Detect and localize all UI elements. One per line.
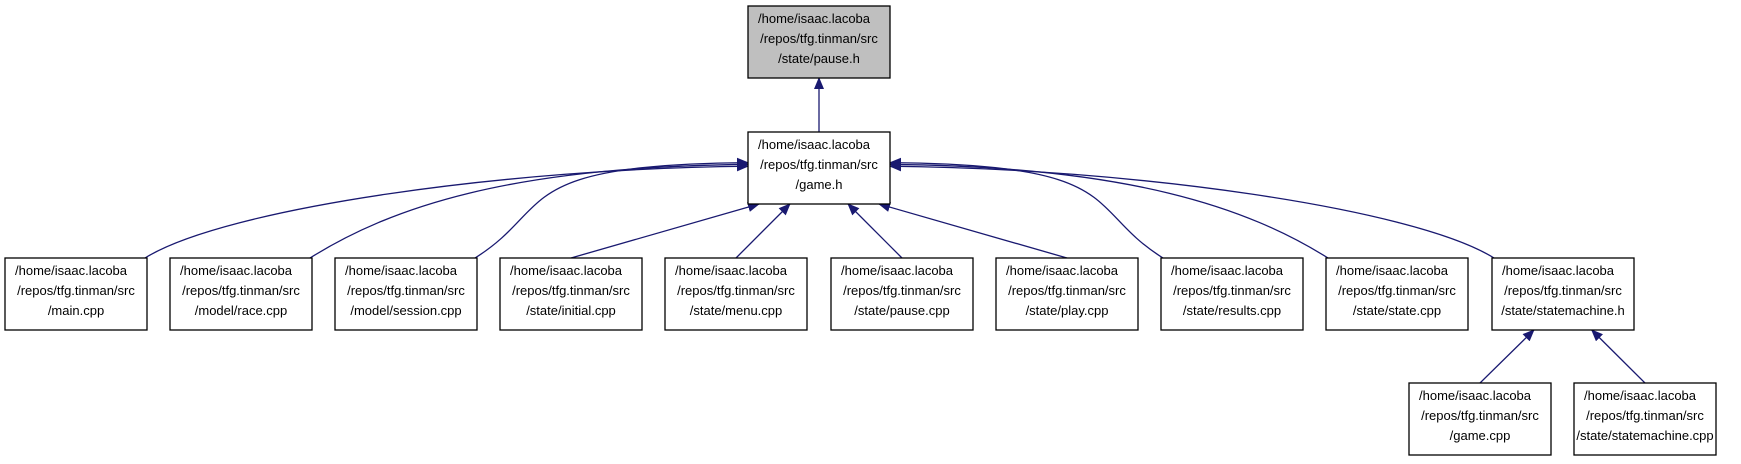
node-label-line: /model/session.cpp [350,303,461,318]
node-box [499,257,643,331]
node-box [169,257,313,331]
node-play_cpp[interactable]: /home/isaac.lacoba/repos/tfg.tinman/src /… [995,257,1139,331]
node-statemachine_cpp[interactable]: /home/isaac.lacoba/repos/tfg.tinman/src /… [1573,382,1717,456]
node-label-line: /state/results.cpp [1183,303,1281,318]
node-results_cpp[interactable]: /home/isaac.lacoba/repos/tfg.tinman/src /… [1160,257,1304,331]
edges [144,77,1646,384]
node-label-line: /home/isaac.lacoba [675,263,788,278]
node-main_cpp[interactable]: /home/isaac.lacoba/repos/tfg.tinman/src /… [4,257,148,331]
edge-statemachine_cpp-to-statemachine_h [1590,329,1646,384]
node-initial_cpp[interactable]: /home/isaac.lacoba/repos/tfg.tinman/src /… [499,257,643,331]
node-label-line: /home/isaac.lacoba [1171,263,1284,278]
node-label-line: /repos/tfg.tinman/src [182,283,300,298]
node-label-line: /home/isaac.lacoba [1419,388,1532,403]
node-label-line: /game.cpp [1450,428,1511,443]
node-label-line: /state/state.cpp [1353,303,1441,318]
node-menu_cpp[interactable]: /home/isaac.lacoba/repos/tfg.tinman/src /… [664,257,808,331]
node-label-line: /state/pause.cpp [854,303,949,318]
node-box [664,257,808,331]
edge-statemachine_h-to-game_h [889,161,1495,259]
edge-menu_cpp-to-game_h [735,203,791,259]
edge-race_cpp-to-game_h [309,159,749,259]
edge-initial_cpp-to-game_h [570,202,760,259]
node-label-line: /repos/tfg.tinman/src [1008,283,1126,298]
node-game_h[interactable]: /home/isaac.lacoba/repos/tfg.tinman/src /… [747,131,891,205]
node-label-line: /state/statemachine.cpp [1576,428,1713,443]
node-box [334,257,478,331]
node-label-line: /repos/tfg.tinman/src [843,283,961,298]
node-label-line: /home/isaac.lacoba [15,263,128,278]
node-label-line: /repos/tfg.tinman/src [1338,283,1456,298]
node-label-line: /state/initial.cpp [526,303,616,318]
node-label-line: /repos/tfg.tinman/src [1173,283,1291,298]
node-label-line: /state/menu.cpp [690,303,783,318]
node-box [1491,257,1635,331]
node-label-line: /repos/tfg.tinman/src [677,283,795,298]
edge-results_cpp-to-game_h [889,157,1164,259]
node-pause_cpp[interactable]: /home/isaac.lacoba/repos/tfg.tinman/src /… [830,257,974,331]
node-box [830,257,974,331]
node-label-line: /state/pause.h [778,51,860,66]
edge-state_cpp-to-game_h [889,159,1329,259]
node-box [747,5,891,79]
node-label-line: /home/isaac.lacoba [1336,263,1449,278]
node-state_cpp[interactable]: /home/isaac.lacoba/repos/tfg.tinman/src /… [1325,257,1469,331]
node-label-line: /home/isaac.lacoba [758,137,871,152]
node-label-line: /home/isaac.lacoba [1502,263,1615,278]
node-pause_h[interactable]: /home/isaac.lacoba/repos/tfg.tinman/src /… [747,5,891,79]
node-label-line: /repos/tfg.tinman/src [760,157,878,172]
edge-main_cpp-to-game_h [144,161,749,259]
node-label-line: /home/isaac.lacoba [758,11,871,26]
node-label-line: /repos/tfg.tinman/src [512,283,630,298]
node-label-line: /repos/tfg.tinman/src [1586,408,1704,423]
edge-session_cpp-to-game_h [474,157,749,259]
node-race_cpp[interactable]: /home/isaac.lacoba/repos/tfg.tinman/src /… [169,257,313,331]
node-label-line: /repos/tfg.tinman/src [760,31,878,46]
node-label-line: /home/isaac.lacoba [841,263,954,278]
node-label-line: /repos/tfg.tinman/src [1504,283,1622,298]
node-label-line: /home/isaac.lacoba [345,263,458,278]
nodes: /home/isaac.lacoba/repos/tfg.tinman/src /… [4,5,1717,456]
node-label-line: /repos/tfg.tinman/src [347,283,465,298]
node-box [1408,382,1552,456]
edge-play_cpp-to-game_h [878,202,1068,259]
node-label-line: /model/race.cpp [195,303,288,318]
node-label-line: /main.cpp [48,303,104,318]
node-label-line: /home/isaac.lacoba [1584,388,1697,403]
node-box [1573,382,1717,456]
node-game_cpp[interactable]: /home/isaac.lacoba/repos/tfg.tinman/src /… [1408,382,1552,456]
node-box [1325,257,1469,331]
node-statemachine_h[interactable]: /home/isaac.lacoba/repos/tfg.tinman/src /… [1491,257,1635,331]
node-session_cpp[interactable]: /home/isaac.lacoba/repos/tfg.tinman/src /… [334,257,478,331]
node-label-line: /home/isaac.lacoba [1006,263,1119,278]
node-box [4,257,148,331]
node-label-line: /state/statemachine.h [1501,303,1625,318]
edge-pause_cpp-to-game_h [847,203,903,259]
node-label-line: /state/play.cpp [1026,303,1109,318]
node-box [747,131,891,205]
node-box [1160,257,1304,331]
node-label-line: /home/isaac.lacoba [180,263,293,278]
edge-game_cpp-to-statemachine_h [1479,329,1535,384]
node-label-line: /game.h [796,177,843,192]
node-label-line: /home/isaac.lacoba [510,263,623,278]
node-label-line: /repos/tfg.tinman/src [17,283,135,298]
node-label-line: /repos/tfg.tinman/src [1421,408,1539,423]
node-box [995,257,1139,331]
